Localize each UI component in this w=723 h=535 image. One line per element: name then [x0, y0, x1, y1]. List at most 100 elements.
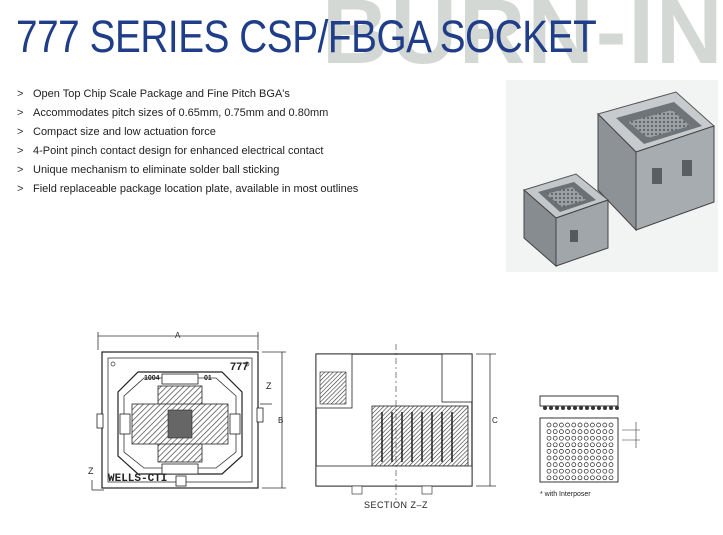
contact-ball [559, 475, 564, 481]
contact-ball [546, 462, 552, 467]
contact-ball [577, 468, 583, 474]
contact-ball [602, 429, 608, 434]
contact-ball [571, 468, 577, 474]
contact-ball [546, 422, 552, 428]
feature-text: 4-Point pinch contact design for enhance… [33, 145, 324, 157]
contact-ball [596, 462, 601, 467]
code-label-left: 1004 [144, 375, 160, 382]
contact-ball [608, 435, 614, 441]
contact-ball [602, 475, 608, 481]
section-caption: SECTION Z–Z [364, 500, 429, 510]
solder-ball [597, 406, 601, 410]
contact-ball [608, 462, 614, 467]
contact-ball [577, 429, 583, 434]
contact-ball [571, 462, 577, 467]
section-marker-bottom: Z [88, 466, 94, 476]
contact-ball [571, 455, 577, 461]
feature-text: Compact size and low actuation force [33, 126, 216, 138]
contact-ball [577, 462, 583, 467]
contact-ball [608, 442, 614, 448]
contact-ball [577, 455, 583, 461]
contact-ball [577, 475, 583, 481]
contact-ball [590, 435, 595, 441]
contact-ball [559, 462, 564, 467]
contact-ball [577, 422, 583, 428]
contact-ball [602, 422, 608, 428]
bullet-chevron-icon: > [17, 164, 24, 176]
feature-text: Field replaceable package location plate… [33, 183, 359, 195]
bullet-chevron-icon: > [17, 183, 24, 195]
bullet-chevron-icon: > [17, 126, 24, 138]
contact-ball [608, 449, 614, 454]
contact-ball [546, 468, 552, 474]
contact-ball [583, 475, 589, 481]
solder-ball [603, 406, 607, 410]
contact-ball [608, 422, 614, 428]
code-label-right: 01 [204, 375, 212, 382]
contact-ball [571, 449, 577, 454]
solder-ball [573, 406, 577, 410]
contact-ball [552, 429, 558, 434]
solder-ball [579, 406, 583, 410]
contact-ball [571, 422, 577, 428]
contact-ball [596, 475, 601, 481]
contact-ball [565, 422, 570, 428]
dimension-b-label: B [278, 416, 284, 425]
solder-ball [585, 406, 589, 410]
contact-ball [602, 455, 608, 461]
contact-ball [596, 435, 601, 441]
contact-ball [590, 468, 595, 474]
feature-item: >Accommodates pitch sizes of 0.65mm, 0.7… [17, 104, 358, 123]
solder-ball [549, 406, 553, 410]
contact-ball [546, 435, 552, 441]
feature-text: Accommodates pitch sizes of 0.65mm, 0.75… [33, 107, 329, 119]
contact-ball [577, 449, 583, 454]
contact-ball [608, 468, 614, 474]
contact-ball [596, 455, 601, 461]
contact-ball [602, 468, 608, 474]
contact-ball [559, 449, 564, 454]
large-socket-image [597, 91, 715, 232]
contact-ball [552, 422, 558, 428]
contact-ball [552, 468, 558, 474]
contact-ball [552, 449, 558, 454]
contact-ball [590, 449, 595, 454]
solder-ball [609, 406, 613, 410]
contact-ball [559, 422, 564, 428]
contact-ball [590, 442, 595, 448]
section-view-drawing [315, 344, 496, 500]
contact-ball [559, 435, 564, 441]
contact-ball [608, 475, 614, 481]
brand-label: WELLS-CTI [108, 473, 168, 485]
contact-ball [596, 422, 601, 428]
feature-item: > Field replaceable package location plat… [17, 180, 358, 199]
contact-ball [590, 462, 595, 467]
contact-ball [571, 435, 577, 441]
contact-ball [596, 449, 601, 454]
contact-ball [602, 435, 608, 441]
top-view-drawing [91, 332, 286, 491]
contact-ball [577, 435, 583, 441]
contact-ball [552, 455, 558, 461]
page-title: 777 SERIES CSP/FBGA SOCKET [16, 11, 597, 62]
contact-ball [583, 468, 589, 474]
contact-ball [602, 449, 608, 454]
contact-ball [583, 462, 589, 467]
contact-ball [546, 475, 552, 481]
watermark-text: BURN-IN [322, 0, 723, 83]
contact-ball [565, 455, 570, 461]
part-number-label: 777 [230, 361, 249, 373]
feature-text: Open Top Chip Scale Package and Fine Pit… [33, 88, 290, 100]
contact-ball [608, 455, 614, 461]
contact-ball [590, 429, 595, 434]
contact-ball [596, 429, 601, 434]
dimension-c-label: C [492, 416, 498, 425]
solder-ball [543, 406, 547, 410]
contact-ball [571, 475, 577, 481]
contact-ball [565, 468, 570, 474]
contact-ball [583, 449, 589, 454]
contact-ball [565, 475, 570, 481]
contact-ball [552, 475, 558, 481]
bullet-chevron-icon: > [17, 88, 24, 100]
feature-text: Unique mechanism to eliminate solder bal… [33, 164, 280, 176]
